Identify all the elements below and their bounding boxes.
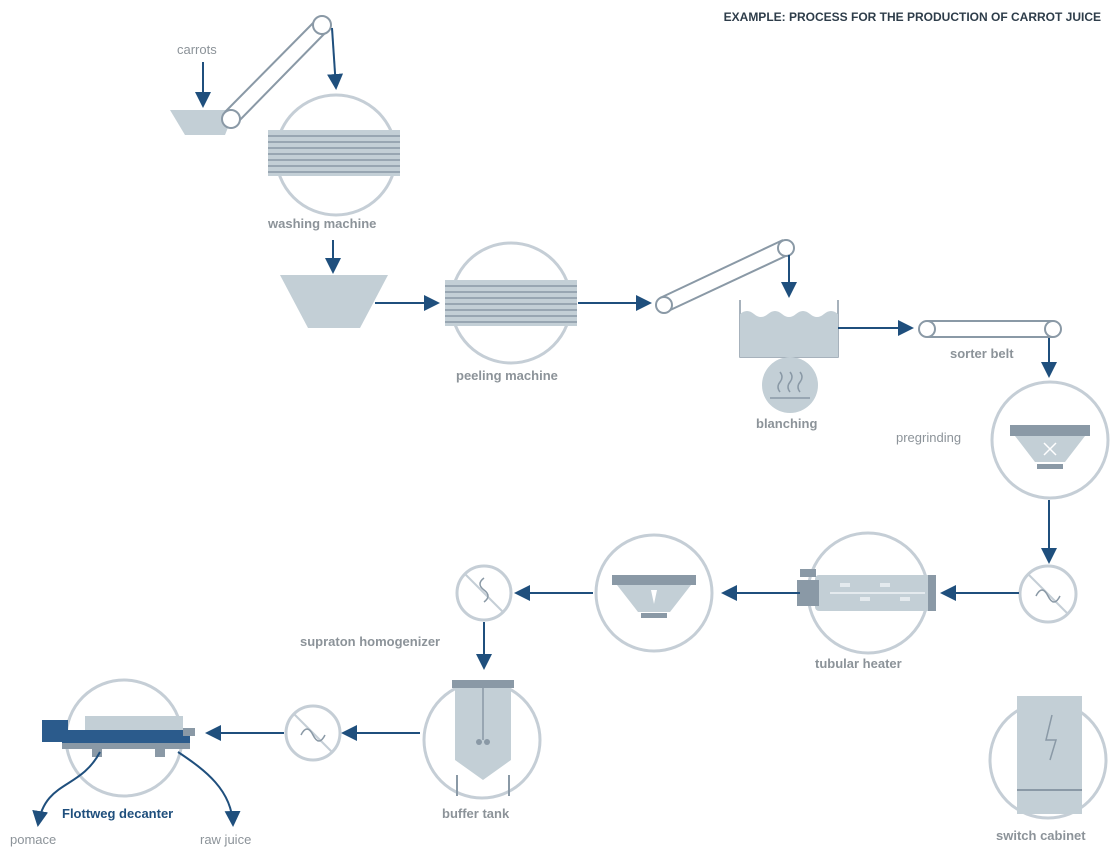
label-washing-machine: washing machine: [268, 216, 377, 231]
arrow-to-washing: [327, 27, 344, 90]
arrow-raw-juice-out: [177, 751, 241, 827]
arrow-pomace-out: [32, 751, 101, 827]
buffer-tank: [422, 680, 542, 800]
page-title: EXAMPLE: PROCESS FOR THE PRODUCTION OF C…: [723, 10, 1101, 24]
label-buffer-tank: buffer tank: [442, 806, 510, 821]
cooling-hopper: [594, 533, 714, 653]
tubular-heater: [797, 531, 936, 655]
blanching-heater: [762, 357, 818, 413]
blanching-tank: [739, 300, 839, 358]
label-tubular-heater: tubular heater: [815, 656, 902, 671]
pregrinding-mill: [990, 380, 1110, 500]
label-sorter-belt: sorter belt: [950, 346, 1014, 361]
sorter-belt: [918, 320, 1062, 338]
label-raw-juice: raw juice: [200, 832, 252, 847]
homogenizer-icon: [455, 564, 513, 622]
switch-cabinet: [988, 696, 1108, 820]
label-pregrinding: pregrinding: [896, 430, 962, 445]
carrot-hopper: [170, 110, 235, 135]
label-peeling-machine: peeling machine: [456, 368, 558, 383]
heat-exchanger-icon-1: [1018, 564, 1078, 624]
hopper-2: [280, 275, 388, 328]
flottweg-decanter: [42, 678, 195, 798]
incline-conveyor-2: [655, 239, 795, 314]
lightning-icon: [1045, 714, 1058, 761]
washing-machine: [268, 93, 400, 217]
label-blanching: blanching: [756, 416, 818, 431]
incline-conveyor-1: [221, 15, 332, 129]
heat-exchanger-icon-2: [284, 704, 342, 762]
label-pomace: pomace: [10, 832, 57, 847]
label-carrots: carrots: [177, 42, 217, 57]
label-flottweg-decanter: Flottweg decanter: [62, 806, 174, 821]
label-switch-cabinet: switch cabinet: [996, 828, 1086, 843]
peeling-machine: [445, 241, 577, 365]
label-supraton-homogenizer: supraton homogenizer: [300, 634, 441, 649]
